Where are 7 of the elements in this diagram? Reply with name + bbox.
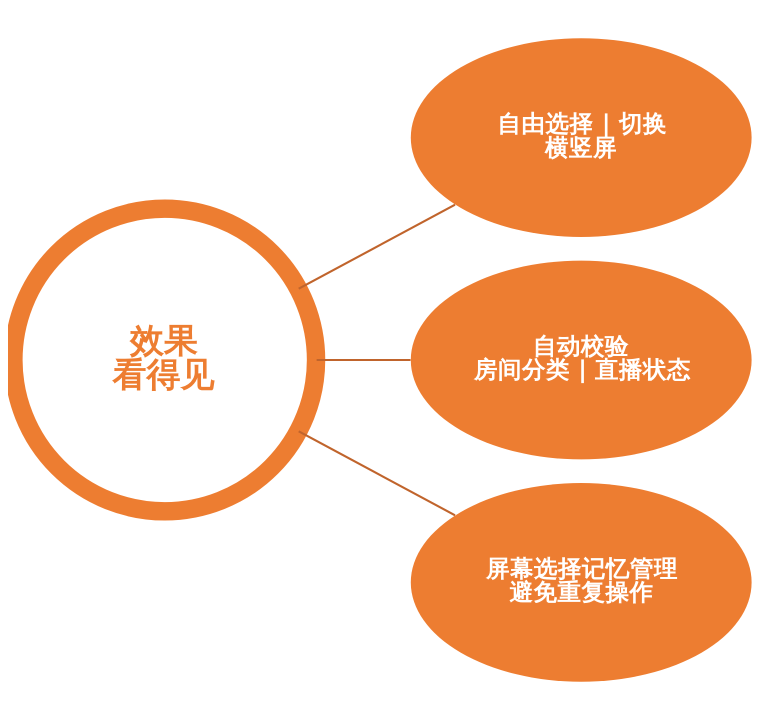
node-ellipse: 自动校验 房间分类 | 直播状态	[410, 260, 752, 459]
connector	[298, 430, 456, 516]
connector	[316, 358, 410, 361]
node-ellipse: 自由选择 | 切换 横竖屏	[410, 38, 752, 236]
node-circle: 效果 看得见	[8, 198, 326, 520]
connector	[298, 203, 456, 290]
node-ellipse: 屏幕选择记忆管理 避免重复操作	[410, 482, 752, 682]
